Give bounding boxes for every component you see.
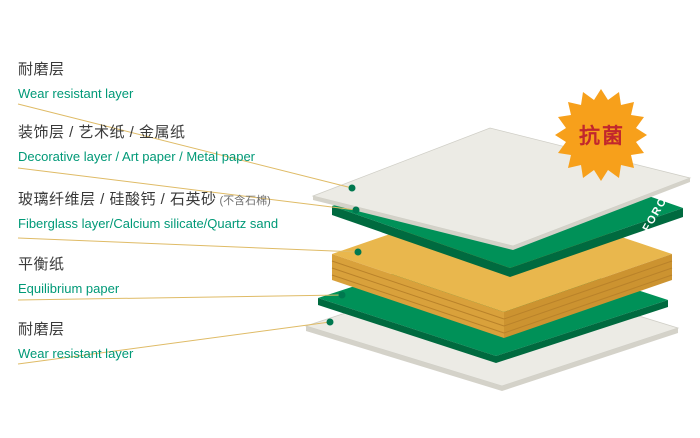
layer-bottom-wear-left-side — [306, 326, 502, 391]
core-lamination-stripe — [331, 274, 505, 334]
layer-top-wear-left-side — [313, 196, 513, 250]
core-lamination-stripe — [503, 267, 673, 327]
layer-label-en: Wear resistant layer — [18, 86, 134, 101]
core-lamination-stripe — [331, 267, 505, 327]
leader-lines — [17, 103, 359, 365]
layer-top-wear-right-side — [513, 178, 690, 250]
core-lamination-stripe — [331, 260, 505, 320]
layer-label-zh: 平衡纸 — [18, 256, 65, 273]
layer-dot-1 — [348, 184, 356, 192]
layer-label-en: Fiberglass layer/Calcium silicate/Quartz… — [18, 216, 279, 231]
leader-line-4 — [17, 294, 343, 301]
marker-dots — [326, 184, 362, 326]
core-lamination-stripe — [503, 260, 673, 320]
core-lamination-stripe — [503, 274, 673, 334]
layer-label-equilibrium: 平衡纸 Equilibrium paper — [18, 253, 119, 296]
leader-line-2 — [17, 167, 357, 211]
layer-label-bottom-wear: 耐磨层 Wear resistant layer — [18, 318, 133, 361]
antibacterial-badge-label: 抗菌 — [579, 124, 625, 148]
layer-label-zh: 耐磨层 — [18, 61, 65, 78]
layer-label-top-wear: 耐磨层 Wear resistant layer — [18, 58, 133, 101]
layer-label-en: Wear resistant layer — [18, 346, 134, 361]
layer-bottom-wear-right-side — [502, 328, 678, 391]
layer-dot-4 — [338, 291, 346, 299]
layer-label-note: (不含石棉) — [219, 195, 271, 207]
layer-label-en: Decorative layer / Art paper / Metal pap… — [18, 149, 256, 164]
layer-dot-5 — [326, 318, 334, 326]
layer-equilibrium-right-side — [496, 300, 668, 363]
leader-line-5 — [17, 321, 331, 365]
layer-decorative-right-side — [510, 208, 683, 277]
starburst-shape — [555, 89, 647, 181]
layer-dot-3 — [354, 248, 362, 256]
layer-equilibrium-left-side — [318, 298, 496, 363]
leader-line-3 — [17, 237, 359, 253]
layer-label-zh: 玻璃纤维层 / 硅酸钙 / 石英砂 — [18, 191, 217, 208]
layer-dot-2 — [352, 206, 360, 214]
leader-line-1 — [17, 103, 353, 189]
layer-decorative-left-side — [332, 206, 510, 277]
antibacterial-badge: 抗菌 — [555, 89, 647, 181]
layer-label-decorative: 装饰层 / 艺术纸 / 金属纸 Decorative layer / Art p… — [18, 121, 255, 164]
layer-label-zh: 耐磨层 — [18, 321, 65, 338]
layer-label-core: 玻璃纤维层 / 硅酸钙 / 石英砂(不含石棉) Fiberglass layer… — [18, 188, 278, 231]
layer-label-zh: 装饰层 / 艺术纸 / 金属纸 — [18, 124, 186, 141]
layer-label-en: Equilibrium paper — [18, 281, 120, 296]
